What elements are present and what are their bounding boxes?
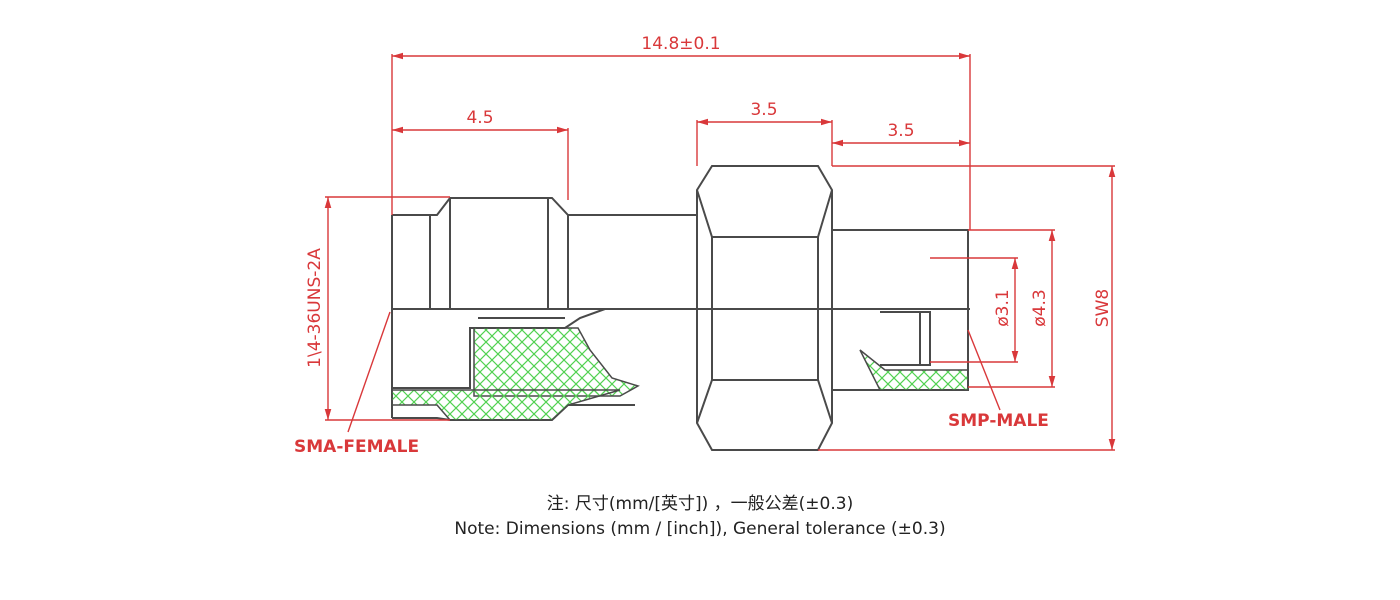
dimension-lines [324, 52, 1116, 451]
smp-outer-dia-label: ø4.3 [1030, 289, 1050, 326]
smp-hatch-lower [859, 349, 969, 391]
smp-inner-bore [880, 311, 931, 366]
smp-inner-dia-label: ø3.1 [993, 289, 1013, 326]
hex-width-label: 3.5 [750, 100, 777, 120]
smp-leader [967, 329, 1001, 411]
part-outline [391, 165, 970, 451]
sma-female-callout: SMA-FEMALE [294, 437, 419, 457]
sma-hatch-lower [391, 389, 621, 421]
drawing-notes: 注: 尺寸(mm/[英寸]) ，一般公差(±0.3) Note: Dimensi… [0, 492, 1400, 542]
hatched-sections [391, 327, 969, 421]
note-english: Note: Dimensions (mm / [inch]), General … [454, 519, 946, 539]
sma-inner-bore [391, 308, 606, 389]
overall-length-label: 14.8±0.1 [641, 34, 720, 54]
smp-length-label: 3.5 [887, 121, 914, 141]
note-chinese: 注: 尺寸(mm/[英寸]) ，一般公差(±0.3) [546, 494, 854, 514]
sma-hatch-insulator [473, 327, 640, 397]
sma-leader [347, 311, 391, 433]
hex-size-label: SW8 [1093, 289, 1113, 327]
sma-length-label: 4.5 [466, 108, 493, 128]
sma-thread-label: 1\4-36UNS-2A [305, 248, 325, 368]
smp-male-callout: SMP-MALE [948, 411, 1049, 431]
